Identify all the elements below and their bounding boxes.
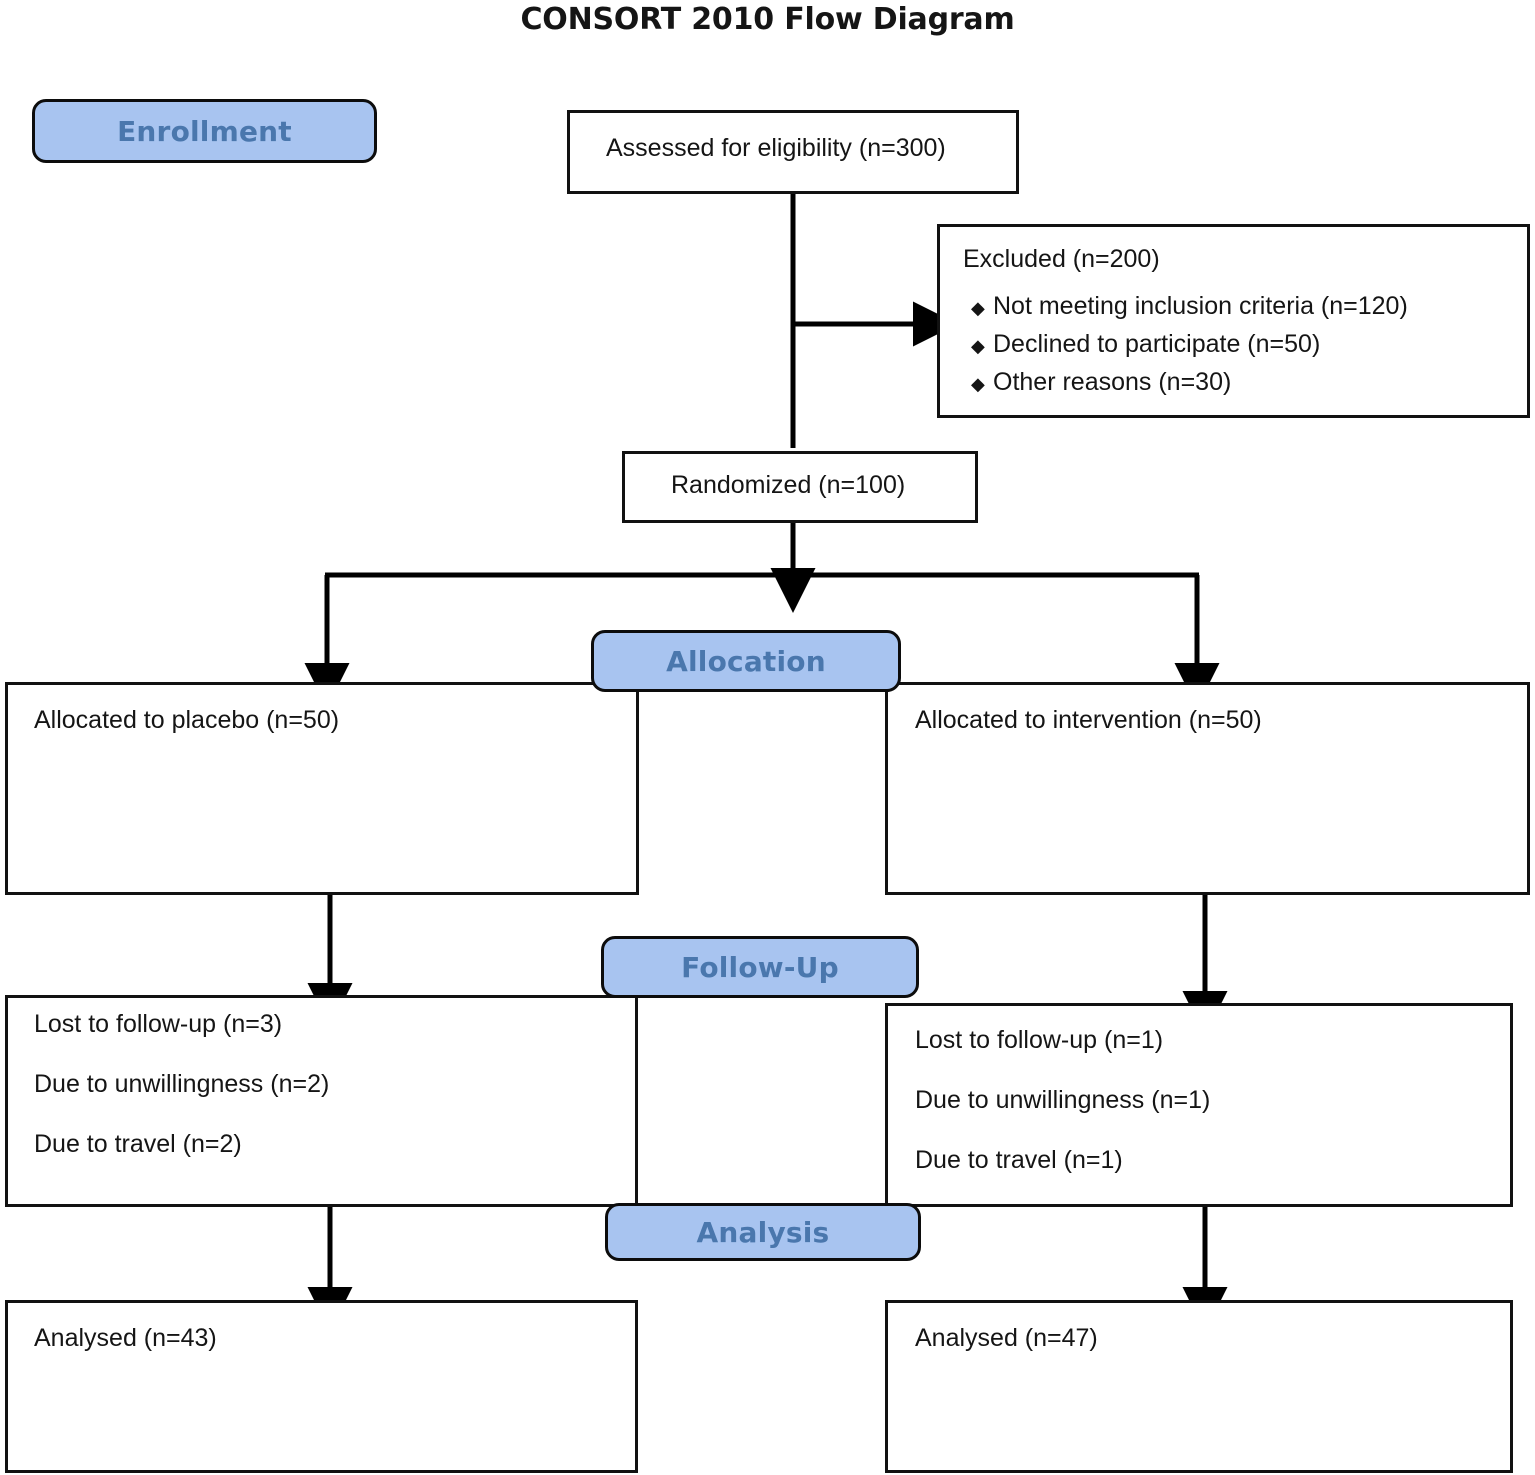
followup-intervention-box: Lost to follow-up (n=1) Due to unwilling… <box>885 1003 1513 1207</box>
analysed-placebo-box: Analysed (n=43) <box>5 1300 638 1473</box>
diamond-bullet-icon: ◆ <box>971 374 985 394</box>
list-item: ◆ Not meeting inclusion criteria (n=120) <box>963 292 1408 321</box>
analysed-intervention-text: Analysed (n=47) <box>915 1324 1098 1352</box>
followup-placebo-box: Lost to follow-up (n=3) Due to unwilling… <box>5 995 638 1207</box>
assessed-for-eligibility-box: Assessed for eligibility (n=300) <box>567 110 1019 194</box>
randomized-text: Randomized (n=100) <box>671 471 906 499</box>
excluded-box: Excluded (n=200) ◆ Not meeting inclusion… <box>937 224 1530 418</box>
followup-placebo-line-3: Due to travel (n=2) <box>34 1130 242 1158</box>
stage-badge-analysis: Analysis <box>605 1203 921 1261</box>
list-item: ◆ Other reasons (n=30) <box>963 368 1408 397</box>
diamond-bullet-icon: ◆ <box>971 298 985 318</box>
list-item-label: Not meeting inclusion criteria (n=120) <box>993 292 1408 320</box>
stage-badge-analysis-label: Analysis <box>696 1215 830 1249</box>
list-item: ◆ Declined to participate (n=50) <box>963 330 1408 359</box>
stage-badge-enrollment: Enrollment <box>32 99 377 163</box>
allocated-placebo-text: Allocated to placebo (n=50) <box>34 706 340 734</box>
followup-intervention-line-1: Lost to follow-up (n=1) <box>915 1026 1164 1054</box>
stage-badge-enrollment-label: Enrollment <box>117 114 292 148</box>
followup-placebo-line-2: Due to unwillingness (n=2) <box>34 1070 330 1098</box>
analysed-placebo-text: Analysed (n=43) <box>34 1324 217 1352</box>
allocated-intervention-text: Allocated to intervention (n=50) <box>915 706 1262 734</box>
assessed-for-eligibility-text: Assessed for eligibility (n=300) <box>606 134 946 162</box>
list-item-label: Other reasons (n=30) <box>993 368 1232 396</box>
stage-badge-followup-label: Follow-Up <box>681 950 839 984</box>
followup-intervention-line-3: Due to travel (n=1) <box>915 1146 1123 1174</box>
excluded-reasons-list: ◆ Not meeting inclusion criteria (n=120)… <box>963 283 1408 397</box>
allocated-intervention-box: Allocated to intervention (n=50) <box>885 682 1530 895</box>
followup-intervention-line-2: Due to unwillingness (n=1) <box>915 1086 1211 1114</box>
stage-badge-allocation: Allocation <box>591 630 901 692</box>
list-item-label: Declined to participate (n=50) <box>993 330 1321 358</box>
analysed-intervention-box: Analysed (n=47) <box>885 1300 1513 1473</box>
page-title: CONSORT 2010 Flow Diagram <box>520 2 1015 37</box>
randomized-box: Randomized (n=100) <box>622 451 978 523</box>
stage-badge-allocation-label: Allocation <box>666 644 826 678</box>
followup-placebo-line-1: Lost to follow-up (n=3) <box>34 1010 283 1038</box>
diamond-bullet-icon: ◆ <box>971 336 985 356</box>
allocated-placebo-box: Allocated to placebo (n=50) <box>5 682 639 895</box>
stage-badge-followup: Follow-Up <box>601 936 919 998</box>
excluded-heading: Excluded (n=200) <box>963 245 1160 273</box>
